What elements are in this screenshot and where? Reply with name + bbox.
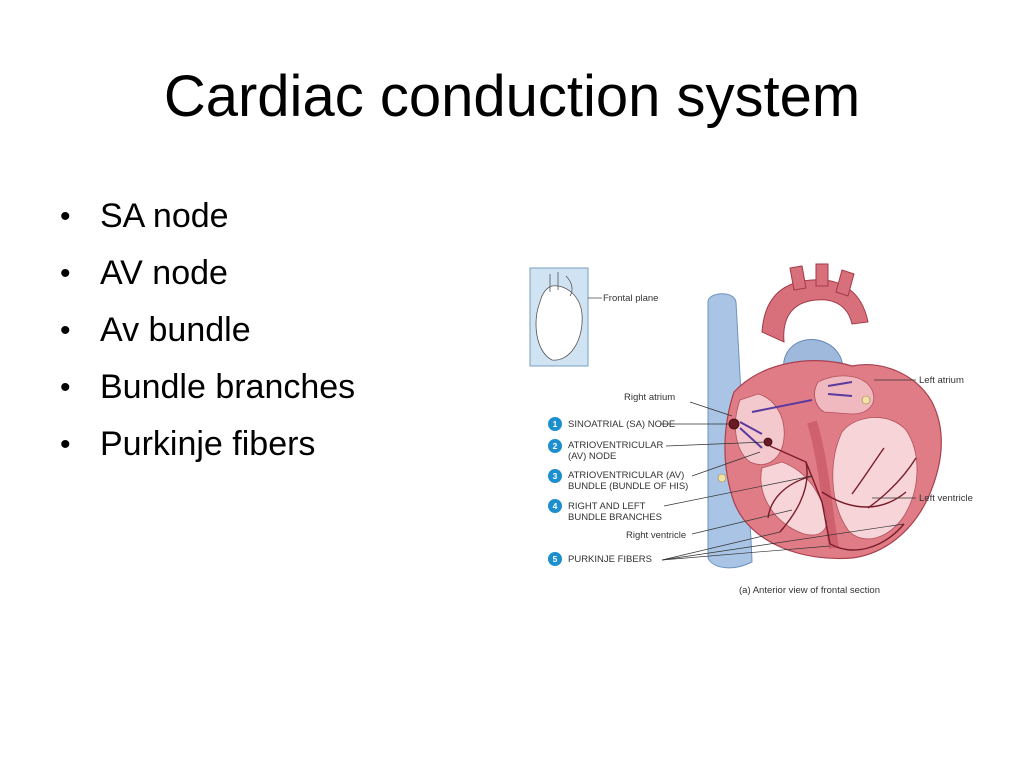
bullet-marker: • <box>60 428 71 461</box>
badge-5: 5 <box>548 552 562 566</box>
badge-1: 1 <box>548 417 562 431</box>
right-atrium-label: Right atrium <box>624 392 676 403</box>
heart-diagram: Frontal plane Right atrium Left atrium L… <box>512 262 988 602</box>
figure-caption: (a) Anterior view of frontal section <box>739 585 880 596</box>
right-ventricle-label: Right ventricle <box>626 530 687 541</box>
av-bundle-label-line1: ATRIOVENTRICULAR (AV) <box>568 470 685 481</box>
frontal-plane-label: Frontal plane <box>603 293 659 304</box>
bullet-list: • SA node • AV node • Av bundle • Bundle bra… <box>60 188 355 473</box>
purkinje-label: PURKINJE FIBERS <box>568 554 652 565</box>
bullet-text: Bundle branches <box>100 368 356 406</box>
bullet-text: SA node <box>100 197 229 235</box>
left-ventricle-chamber <box>832 417 918 540</box>
bullet-item: • SA node <box>60 188 355 245</box>
left-atrium-label: Left atrium <box>919 375 964 386</box>
bullet-text: AV node <box>100 254 228 292</box>
bullet-marker: • <box>60 200 71 233</box>
bullet-marker: • <box>60 257 71 290</box>
bundle-branches-label-line2: BUNDLE BRANCHES <box>568 512 662 523</box>
left-ventricle-label: Left ventricle <box>919 493 973 504</box>
badge-3: 3 <box>548 469 562 483</box>
bullet-item: • Purkinje fibers <box>60 416 355 473</box>
sa-node-label: SINOATRIAL (SA) NODE <box>568 419 676 430</box>
av-node-label-line1: ATRIOVENTRICULAR <box>568 440 664 451</box>
conduction-arrows <box>739 381 853 449</box>
bullet-marker: • <box>60 371 71 404</box>
bullet-marker: • <box>60 314 71 347</box>
bundle-branches-label-line1: RIGHT AND LEFT <box>568 501 646 512</box>
bullet-item: • Bundle branches <box>60 359 355 416</box>
heart-illustration <box>529 263 942 569</box>
av-node-label-line2: (AV) NODE <box>568 451 617 462</box>
badge-4: 4 <box>548 499 562 513</box>
bullet-item: • AV node <box>60 245 355 302</box>
bullet-text: Av bundle <box>100 311 251 349</box>
bullet-text: Purkinje fibers <box>100 425 316 463</box>
leader-lines <box>660 379 916 561</box>
bundle-branches <box>767 445 917 551</box>
aortic-branches <box>789 263 855 297</box>
bullet-item: • Av bundle <box>60 302 355 359</box>
slide-title: Cardiac conduction system <box>163 64 861 129</box>
inset-heart-outline <box>535 285 583 361</box>
sa-node <box>728 418 740 430</box>
badge-2: 2 <box>548 439 562 453</box>
right-ventricle-chamber <box>760 461 828 536</box>
av-bundle-label-line2: BUNDLE (BUNDLE OF HIS) <box>568 481 689 492</box>
